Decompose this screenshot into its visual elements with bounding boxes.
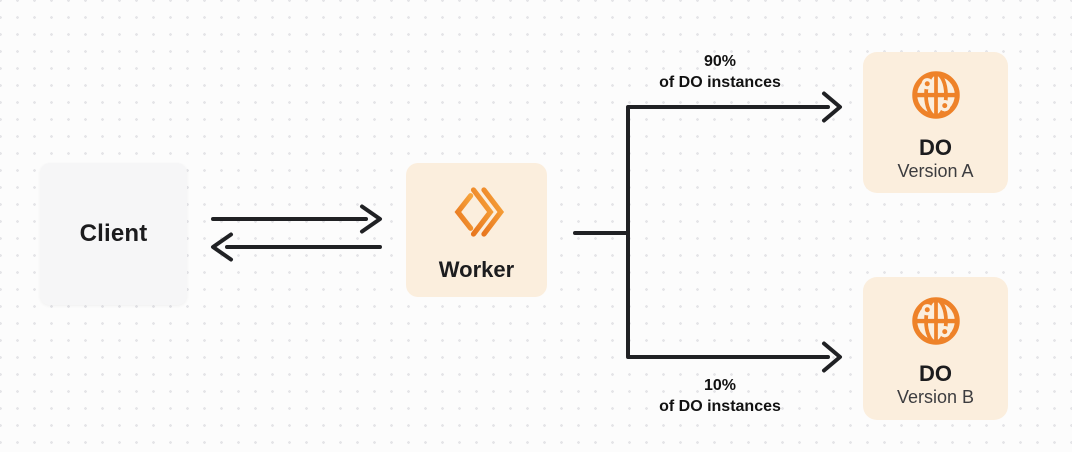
client-label: Client	[79, 220, 148, 247]
do-version-a-node: DO Version A	[863, 52, 1008, 193]
do-b-subtitle: Version B	[896, 386, 975, 407]
do-b-title: DO	[919, 360, 952, 386]
worker-node: Worker	[406, 163, 547, 297]
client-node: Client	[40, 163, 187, 305]
branch-b-label: 10% of DO instances	[659, 375, 781, 417]
workers-logo-icon	[444, 183, 510, 246]
do-version-b-node: DO Version B	[863, 277, 1008, 420]
arrowhead-worker-to-client	[211, 232, 233, 262]
branch-b-caption: of DO instances	[659, 398, 781, 415]
arrowhead-branch-a	[822, 91, 842, 123]
branch-a-percent: 90%	[703, 53, 737, 70]
branch-a-caption: of DO instances	[659, 74, 781, 91]
branch-fork-line	[626, 105, 830, 359]
do-a-title: DO	[919, 134, 952, 160]
branch-b-percent: 10%	[703, 377, 737, 394]
do-a-subtitle: Version A	[897, 160, 974, 181]
globe-icon	[906, 291, 966, 356]
branch-a-label: 90% of DO instances	[659, 51, 781, 93]
worker-label: Worker	[438, 257, 515, 282]
arrowhead-branch-b	[822, 341, 842, 373]
arrowhead-client-to-worker	[360, 204, 382, 234]
globe-icon	[906, 65, 966, 130]
